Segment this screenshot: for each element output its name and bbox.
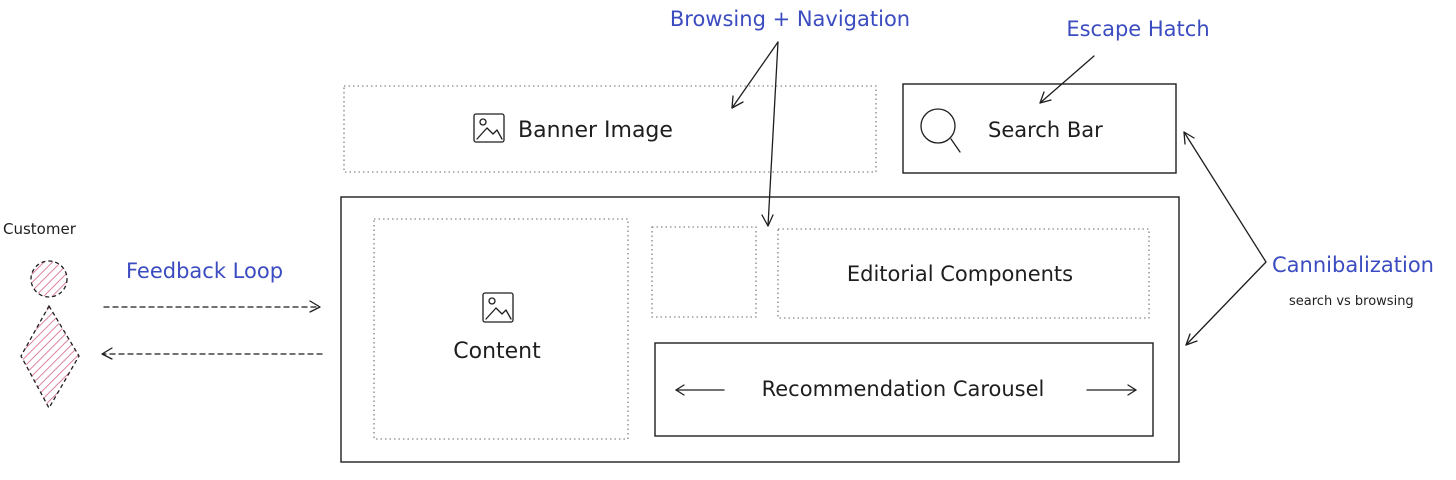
escape-hatch-label: Escape Hatch [1066,17,1209,41]
editorial-components-label: Editorial Components [847,262,1073,286]
recommendation-carousel-label: Recommendation Carousel [762,377,1045,401]
feedback-loop-label: Feedback Loop [126,259,283,283]
navigation-placeholder-box [651,226,757,318]
carousel-left-arrow-icon [675,384,725,396]
main-container-box [340,196,1180,463]
escape-hatch-arrow [1039,55,1095,104]
editorial-components-box [777,228,1150,319]
browsing-navigation-label: Browsing + Navigation [670,7,910,31]
banner-image-label: Banner Image [518,118,673,143]
content-label: Content [453,339,541,364]
content-box [373,218,629,440]
content-image-icon [482,292,514,323]
customer-figure-icon [20,260,80,410]
search-bar-box [902,83,1177,174]
search-bar-label: Search Bar [988,118,1103,142]
cannibalization-subtitle: search vs browsing [1289,294,1414,309]
cannibalization-label: Cannibalization [1272,253,1434,277]
customer-label: Customer [3,220,77,238]
magnifier-icon [920,108,961,153]
browsing-arrows [731,41,779,227]
carousel-right-arrow-icon [1086,384,1137,396]
feedback-loop-arrows [101,300,323,360]
banner-image-box [343,85,877,173]
banner-image-icon [473,113,505,143]
cannibalization-arrows [1183,131,1267,346]
recommendation-carousel-box [654,342,1154,437]
